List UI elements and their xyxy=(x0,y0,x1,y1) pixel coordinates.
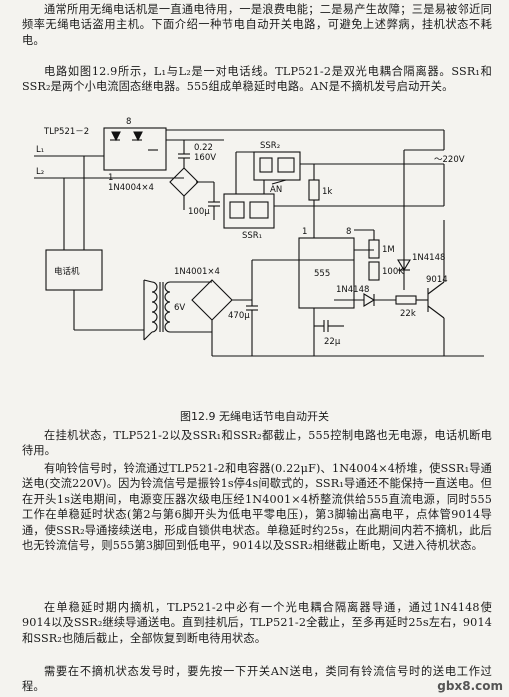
label-pin8: 8 xyxy=(346,227,351,237)
label-pin1: 1 xyxy=(302,227,307,237)
label-6v: 6V xyxy=(174,303,185,313)
paragraph-5: 在单稳延时期内摘机，TLP521-2中必有一个光电耦合隔离器导通，通过1N414… xyxy=(22,601,492,645)
label-an: AN xyxy=(270,185,282,195)
label-phone: 电话机 xyxy=(54,266,80,277)
label-mains: ～220V xyxy=(434,155,465,165)
label-tlp521: TLP521－2 xyxy=(43,127,89,137)
paragraph-1: 通常所用无绳电话机是一直通电待用，一是浪费电能；二是易产生故障；三是易被邻近同频… xyxy=(22,3,492,47)
label-l2: L₂ xyxy=(36,167,44,177)
paragraph-2: 电路如图12.9所示，L₁与L₂是一对电话线。TLP521-2是双光电耦合隔离器… xyxy=(22,65,492,94)
label-diode-horizontal: 1N4148 xyxy=(336,285,369,295)
paragraph-6: 需要在不摘机状态发号时，要先按一下开关AN送电，类同有铃流信号时的送电工作过程。 xyxy=(22,665,492,694)
label-cap-100u: 100μ xyxy=(188,207,210,217)
label-node-1: 1 xyxy=(108,173,113,183)
ssr2-box xyxy=(253,151,301,181)
label-ic555: 555 xyxy=(314,269,330,279)
label-100k: 100K xyxy=(382,267,404,277)
label-diode-vertical: 1N4148 xyxy=(412,253,445,263)
label-cap-22u: 22μ xyxy=(324,337,341,347)
watermark: gbx8.com xyxy=(437,679,503,693)
paragraph-4: 有响铃信号时，铃流通过TLP521-2和电容器(0.22μF)、1N4004×4… xyxy=(22,462,492,553)
label-22k: 22k xyxy=(400,309,416,319)
label-1k: 1k xyxy=(322,187,332,197)
label-cap-022: 0.22 xyxy=(194,143,213,153)
label-ssr2: SSR₂ xyxy=(260,141,280,151)
ic555-box xyxy=(298,237,355,309)
label-bridge2: 1N4001×4 xyxy=(174,267,220,277)
label-bridge1: 1N4004×4 xyxy=(108,183,154,193)
label-1m: 1M xyxy=(382,245,395,255)
ssr1-box xyxy=(223,193,275,229)
label-node-8: 8 xyxy=(126,117,131,127)
circuit-diagram: TLP521－2 L₁ L₂ 1N4004×4 0.22 160V 100μ S… xyxy=(34,117,484,357)
label-cap-470u: 470μ xyxy=(228,311,250,321)
paragraph-3: 在挂机状态，TLP521-2以及SSR₁和SSR₂都截止，555控制电路也无电源… xyxy=(22,429,492,458)
figure-caption: 图12.9 无绳电话节电自动开关 xyxy=(180,410,329,423)
label-l1: L₁ xyxy=(36,145,44,155)
label-9014: 9014 xyxy=(426,275,448,285)
label-ssr1: SSR₁ xyxy=(242,231,262,241)
label-cap-160v: 160V xyxy=(194,153,216,163)
tlp521-box xyxy=(103,127,167,171)
